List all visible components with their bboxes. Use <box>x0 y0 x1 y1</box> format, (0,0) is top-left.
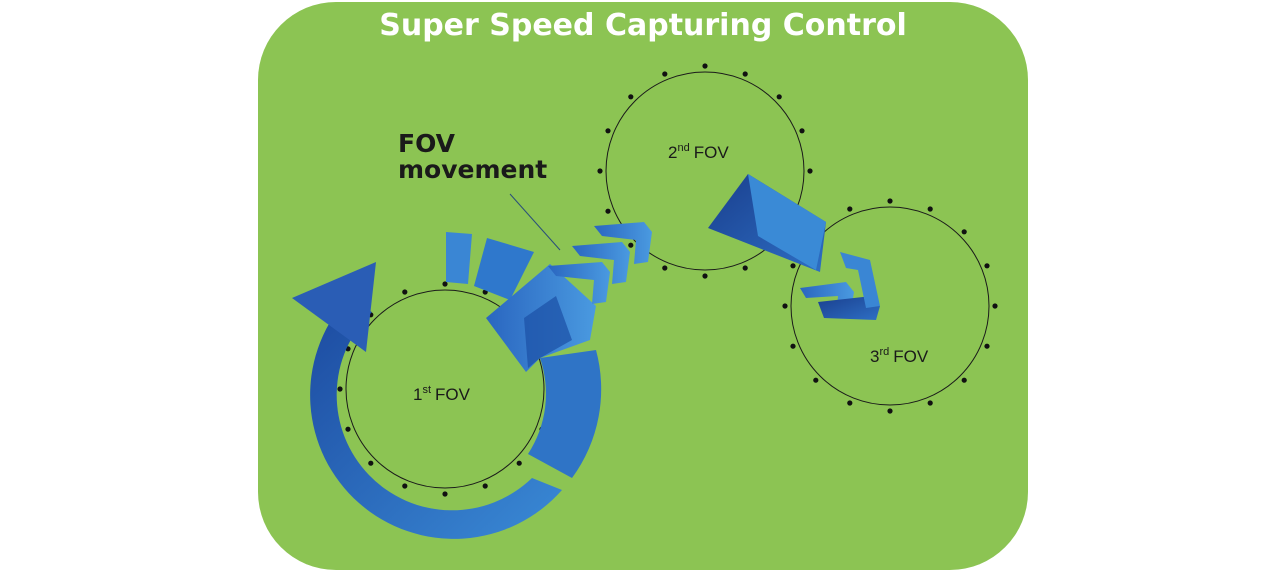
ring-dot-3-13 <box>790 263 796 269</box>
chevron-2 <box>572 242 630 284</box>
ring-dot-2-9 <box>662 265 668 271</box>
rotation-arrow <box>292 232 602 539</box>
ring-dot-1-15 <box>402 289 408 295</box>
rotation-arc-main <box>310 300 562 539</box>
ring-dot-2-3 <box>799 128 805 134</box>
rotation-arc-top-1 <box>446 232 472 284</box>
movement-label-line2: movement <box>398 155 547 184</box>
rotation-arrow-head <box>292 262 376 352</box>
ring-dot-3-7 <box>927 400 933 406</box>
ring-dot-2-7 <box>742 265 748 271</box>
arrow-2-to-3-face <box>748 174 826 270</box>
ring-dot-2-11 <box>605 208 611 214</box>
fov-circle-2 <box>605 71 805 271</box>
ring-dot-1-12 <box>337 386 343 392</box>
ring-dot-3-9 <box>847 400 853 406</box>
ring-dot-1-7 <box>482 483 488 489</box>
ring-dot-1-10 <box>368 460 374 466</box>
ring-dot-2-1 <box>742 71 748 77</box>
ring-dot-3-6 <box>961 377 967 383</box>
ring-dot-1-6 <box>516 460 522 466</box>
movement-label-line1: FOV <box>398 129 456 158</box>
ring-dot-3-4 <box>992 303 998 309</box>
ring-dot-3-2 <box>961 229 967 235</box>
ring-dot-3-10 <box>813 377 819 383</box>
ring-dot-2-12 <box>597 168 603 174</box>
ring-dot-3-15 <box>847 206 853 212</box>
rotation-arc-right <box>528 350 602 478</box>
ring-dot-2-2 <box>776 94 782 100</box>
movement-leader-line <box>509 193 561 251</box>
fov-circle-1 <box>345 289 545 489</box>
ring-dot-2-13 <box>605 128 611 134</box>
ring-dot-2-4 <box>807 168 813 174</box>
ring-dot-2-10 <box>628 242 634 248</box>
ring-dot-3-0 <box>887 198 893 204</box>
rotation-arc-top-2 <box>474 238 534 300</box>
ring-dot-2-0 <box>702 63 708 69</box>
ring-dot-3-11 <box>790 343 796 349</box>
arrow-2-to-3 <box>708 174 880 320</box>
diagram-title: Super Speed Capturing Control <box>379 8 907 43</box>
ring-dot-3-5 <box>984 343 990 349</box>
ring-dot-3-1 <box>927 206 933 212</box>
chevron-3 <box>594 222 652 264</box>
rotation-center-head-shade <box>524 296 572 368</box>
ring-dot-1-11 <box>345 426 351 432</box>
ring-dot-1-8 <box>442 491 448 497</box>
chevrons-1-to-2 <box>548 222 652 304</box>
ring-dot-3-8 <box>887 408 893 414</box>
ring-dot-3-3 <box>984 263 990 269</box>
fov-circle-3 <box>790 206 990 406</box>
green-panel <box>258 2 1028 570</box>
ring-dot-1-0 <box>442 281 448 287</box>
ring-dot-3-12 <box>782 303 788 309</box>
chevron-6 <box>840 252 880 308</box>
chevron-5 <box>818 296 880 320</box>
ring-dot-1-9 <box>402 483 408 489</box>
ring-dot-2-14 <box>628 94 634 100</box>
ring-dot-2-8 <box>702 273 708 279</box>
ring-dot-2-15 <box>662 71 668 77</box>
chevron-1 <box>548 262 610 304</box>
